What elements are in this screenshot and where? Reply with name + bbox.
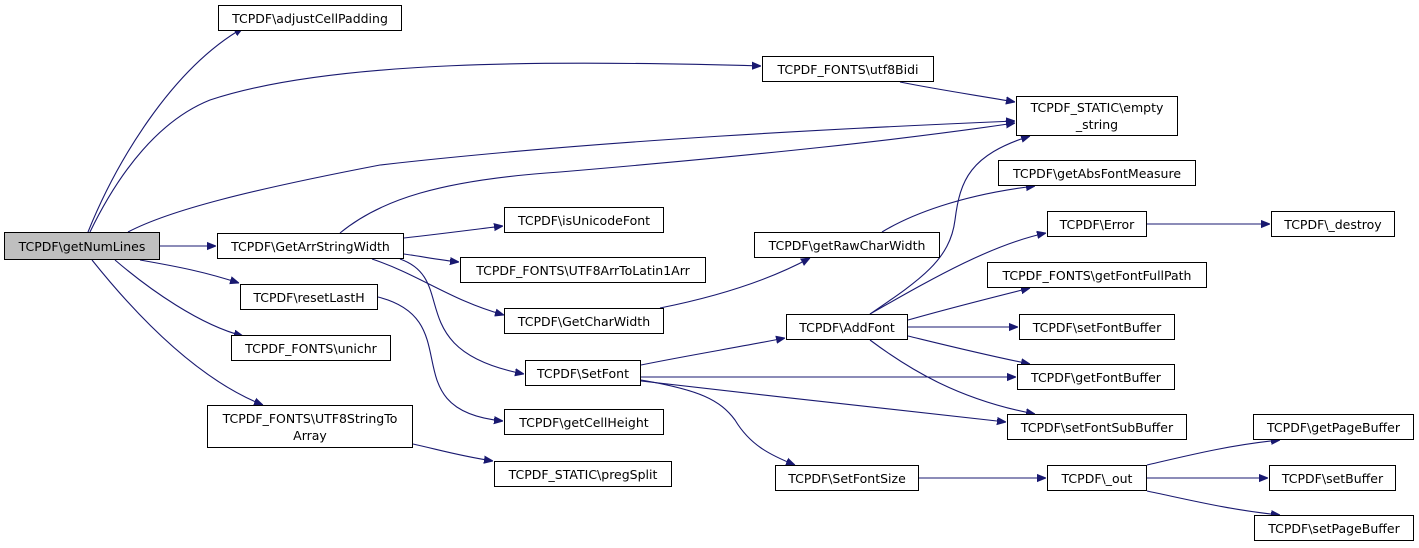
node-get-page-buffer[interactable]: TCPDF\getPageBuffer xyxy=(1253,414,1414,440)
node-get-font-buffer[interactable]: TCPDF\getFontBuffer xyxy=(1017,364,1175,390)
edge-get-arr-string-width-to-set-font xyxy=(399,258,524,374)
edge-add-font-to-get-font-full-path xyxy=(907,288,1030,321)
node-destroy[interactable]: TCPDF\_destroy xyxy=(1271,211,1395,237)
node-get-raw-char-width[interactable]: TCPDF\getRawCharWidth xyxy=(754,232,940,258)
node-out[interactable]: TCPDF\_out xyxy=(1047,465,1147,491)
node-error[interactable]: TCPDF\Error xyxy=(1047,211,1147,237)
node-is-unicode-font[interactable]: TCPDF\isUnicodeFont xyxy=(504,207,664,233)
edge-get-arr-string-width-to-empty-string xyxy=(339,123,1015,234)
node-set-font-sub-buffer[interactable]: TCPDF\setFontSubBuffer xyxy=(1007,414,1187,440)
edge-set-font-to-set-font-size xyxy=(640,379,795,466)
edge-get-num-lines-to-adjust-cell-padding xyxy=(87,28,243,233)
edge-get-arr-string-width-to-get-char-width xyxy=(371,258,504,315)
node-preg-split[interactable]: TCPDF_STATIC\pregSplit xyxy=(494,461,672,487)
edge-get-arr-string-width-to-is-unicode-font xyxy=(403,226,503,239)
edge-add-font-to-error xyxy=(869,233,1046,315)
node-empty-string[interactable]: TCPDF_STATIC\empty _string xyxy=(1016,96,1178,136)
edge-set-font-to-set-font-sub-buffer xyxy=(640,380,1006,422)
node-utf8-string-to-array[interactable]: TCPDF_FONTS\UTF8StringTo Array xyxy=(207,405,413,448)
node-utf8-arr-to-latin1-arr[interactable]: TCPDF_FONTS\UTF8ArrToLatin1Arr xyxy=(460,257,706,283)
edge-utf8-string-to-array-to-preg-split xyxy=(412,443,493,461)
edge-add-font-to-set-font-sub-buffer xyxy=(869,339,1035,414)
node-get-cell-height[interactable]: TCPDF\getCellHeight xyxy=(504,409,664,435)
edge-get-char-width-to-get-raw-char-width xyxy=(659,258,810,309)
edge-get-num-lines-to-reset-last-h xyxy=(139,259,239,283)
node-set-page-buffer[interactable]: TCPDF\setPageBuffer xyxy=(1254,515,1414,541)
node-set-font-size[interactable]: TCPDF\SetFontSize xyxy=(775,465,919,491)
node-utf8-bidi[interactable]: TCPDF_FONTS\utf8Bidi xyxy=(762,56,934,82)
node-set-buffer[interactable]: TCPDF\setBuffer xyxy=(1269,465,1396,491)
edge-utf8-bidi-to-empty-string xyxy=(899,81,1015,102)
node-reset-last-h[interactable]: TCPDF\resetLastH xyxy=(240,284,378,310)
edge-add-font-to-empty-string xyxy=(869,136,1030,315)
edge-reset-last-h-to-get-cell-height xyxy=(377,296,503,421)
edge-out-to-get-page-buffer xyxy=(1146,440,1280,466)
node-set-font-buffer[interactable]: TCPDF\setFontBuffer xyxy=(1019,314,1175,340)
edge-add-font-to-get-font-buffer xyxy=(907,335,1030,364)
node-set-font[interactable]: TCPDF\SetFont xyxy=(525,360,641,386)
edge-get-arr-string-width-to-utf8-arr-to-latin1-arr xyxy=(403,253,459,262)
node-get-num-lines: TCPDF\getNumLines xyxy=(4,232,160,260)
node-get-char-width[interactable]: TCPDF\GetCharWidth xyxy=(504,308,664,334)
node-add-font[interactable]: TCPDF\AddFont xyxy=(786,314,908,340)
node-adjust-cell-padding[interactable]: TCPDF\adjustCellPadding xyxy=(218,5,402,31)
node-unichr[interactable]: TCPDF_FONTS\unichr xyxy=(231,335,391,361)
node-get-font-full-path[interactable]: TCPDF_FONTS\getFontFullPath xyxy=(987,262,1207,288)
edge-get-num-lines-to-utf8-string-to-array xyxy=(91,259,263,406)
edge-get-num-lines-to-empty-string xyxy=(127,121,1015,233)
edge-get-raw-char-width-to-get-abs-font-measure xyxy=(881,186,1035,233)
node-get-arr-string-width[interactable]: TCPDF\GetArrStringWidth xyxy=(217,233,404,259)
edge-set-font-to-add-font xyxy=(640,338,785,366)
edge-out-to-set-page-buffer xyxy=(1146,490,1280,515)
edge-get-num-lines-to-unichr xyxy=(114,259,243,336)
edge-get-num-lines-to-utf8-bidi xyxy=(89,63,761,233)
node-get-abs-font-measure[interactable]: TCPDF\getAbsFontMeasure xyxy=(998,160,1196,186)
